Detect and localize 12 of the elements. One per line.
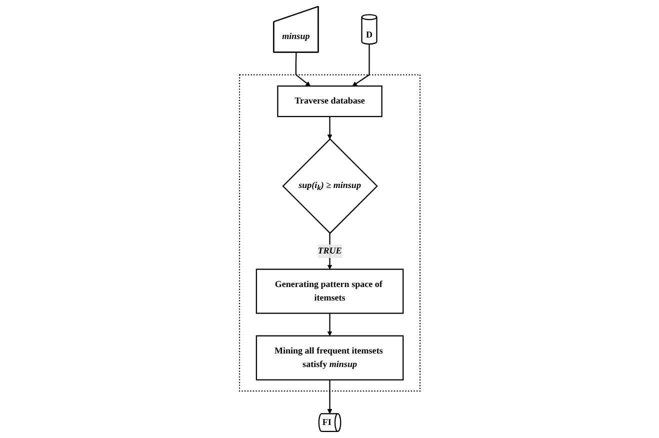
node-box: Generating pattern space of itemsets bbox=[256, 268, 404, 314]
cluster bbox=[238, 74, 420, 392]
node-diamond: sup(i$_{k}$) ≥ minsup bbox=[282, 138, 378, 234]
arrow bbox=[327, 313, 332, 336]
edge-label: TRUE bbox=[317, 246, 342, 256]
node-box: Traverse database bbox=[276, 86, 382, 118]
arrow bbox=[327, 116, 332, 140]
arrow bbox=[352, 44, 370, 86]
arrow bbox=[327, 380, 332, 414]
arrow bbox=[295, 52, 310, 86]
node-box: Mining all frequent itemsets satisfy minsup bbox=[256, 335, 404, 380]
node-text: FI bbox=[322, 418, 332, 428]
